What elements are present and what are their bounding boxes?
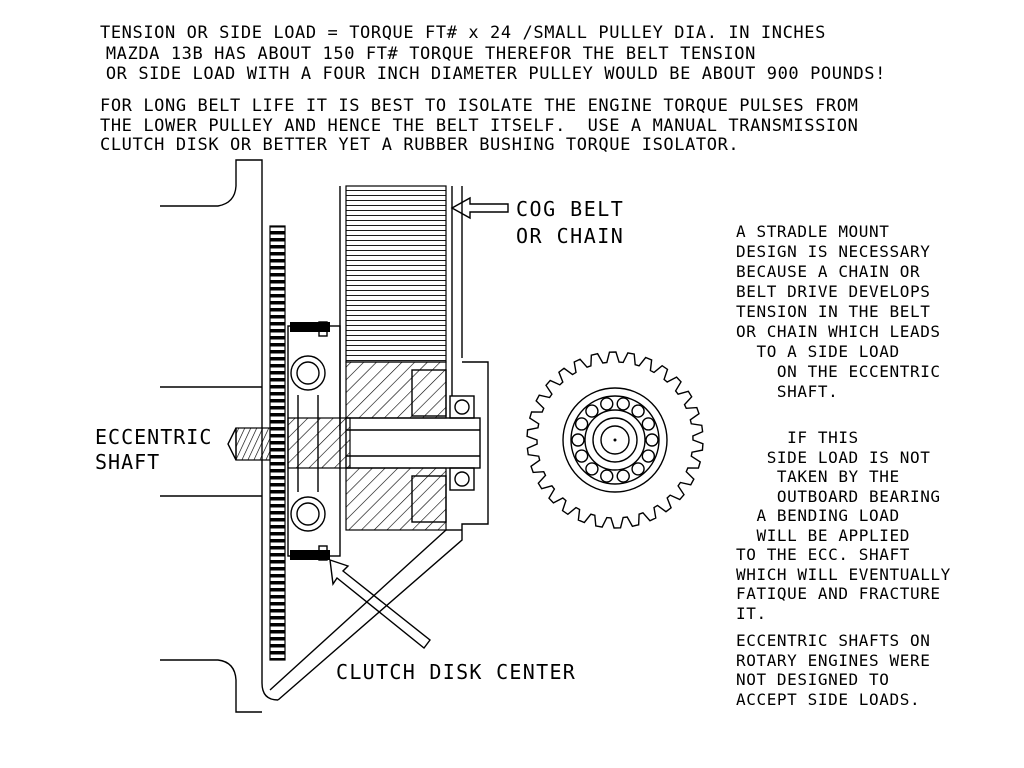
cog-belt-label-line-1: COG BELT	[516, 197, 625, 221]
header-note-line-2: MAZDA 13B HAS ABOUT 150 FT# TORQUE THERE…	[95, 44, 756, 64]
side-load-note-line: WHICH WILL EVENTUALLY	[736, 564, 951, 584]
stradle-note-line: TO A SIDE LOAD	[736, 342, 900, 361]
stradle-note-line: BELT DRIVE DEVELOPS	[736, 282, 931, 301]
stradle-note-line: SHAFT.	[736, 382, 839, 401]
clutch-disk-arrow	[329, 558, 431, 649]
outboard-bearing-lower	[449, 467, 475, 491]
bearing-ball	[616, 397, 630, 411]
stradle-note-line: TENSION IN THE BELT	[736, 302, 931, 321]
stradle-note-line: BECAUSE A CHAIN OR	[736, 262, 921, 281]
bearing-ball	[616, 469, 630, 483]
clutch-spring-upper	[290, 355, 326, 391]
bearing-ball	[641, 449, 656, 463]
engine-housing-outline	[160, 159, 279, 701]
side-load-note-line: TO THE ECC. SHAFT	[736, 545, 910, 564]
bearing-ball	[631, 404, 645, 418]
sprocket-ring-5	[600, 425, 630, 455]
bearing-ball	[574, 417, 589, 431]
header-note-line-1: TENSION OR SIDE LOAD = TORQUE FT# x 24 /…	[100, 23, 826, 43]
flywheel-ring-gear	[269, 225, 286, 661]
stradle-note-line: OR CHAIN WHICH LEADS	[736, 322, 941, 341]
rotary-note-line: NOT DESIGNED TO	[736, 670, 890, 689]
sprocket-ring-4	[592, 417, 638, 463]
bearing-ball	[585, 462, 599, 476]
sprocket-end-view	[526, 351, 704, 529]
side-load-note-line: WILL BE APPLIED	[736, 525, 910, 545]
side-load-note-line: A BENDING LOAD	[736, 506, 900, 525]
side-load-note-line: FATIQUE AND FRACTURE	[736, 584, 941, 603]
eccentric-shaft-label-line-2: SHAFT	[95, 450, 161, 474]
engine-housing-bottom	[160, 659, 262, 713]
stradle-note-line: DESIGN IS NECESSARY	[736, 242, 931, 261]
sprocket-center-dot	[613, 438, 617, 442]
side-load-note-line: OUTBOARD BEARING	[736, 486, 941, 506]
hub-shaft-section	[287, 417, 351, 469]
stradle-note-line: ON THE ECCENTRIC	[736, 362, 941, 381]
stradle-note-line: A STRADLE MOUNT	[736, 222, 890, 241]
outboard-support-bracket	[277, 361, 489, 701]
sprocket-teeth	[526, 351, 704, 529]
eccentric-shaft-end	[235, 427, 271, 461]
rotary-note-line: ECCENTRIC SHAFTS ON	[736, 631, 931, 650]
rotary-note-line: ACCEPT SIDE LOADS.	[736, 689, 921, 709]
sprocket-ring-3	[584, 409, 646, 471]
bearing-ball	[645, 433, 659, 447]
belt-life-note-line-1: FOR LONG BELT LIFE IT IS BEST TO ISOLATE…	[100, 96, 859, 116]
belt-life-note-line-2: THE LOWER PULLEY AND HENCE THE BELT ITSE…	[100, 116, 859, 136]
bearing-ball	[600, 397, 614, 411]
lower-pulley-lower	[345, 467, 447, 531]
side-load-note: IF THIS SIDE LOAD IS NOT TAKEN BY THE OU…	[736, 428, 951, 623]
side-load-note-line: IT.	[736, 603, 767, 623]
output-shaft	[345, 417, 481, 469]
cog-belt-arrow	[450, 196, 509, 220]
rotary-engine-note: ECCENTRIC SHAFTS ON ROTARY ENGINES WERE …	[736, 631, 930, 709]
clutch-spring-lower	[290, 496, 326, 532]
clutch-disk-center-label: CLUTCH DISK CENTER	[336, 660, 577, 684]
bearing-ball	[585, 404, 599, 418]
side-load-note-line: SIDE LOAD IS NOT	[736, 447, 931, 467]
belt-life-note-line-3: CLUTCH DISK OR BETTER YET A RUBBER BUSHI…	[100, 135, 740, 155]
bearing-ball	[574, 449, 589, 463]
stradle-mount-note: A STRADLE MOUNT DESIGN IS NECESSARY BECA…	[736, 222, 941, 402]
eccentric-shaft-label-line-1: ECCENTRIC	[95, 425, 213, 449]
header-note-line-3: OR SIDE LOAD WITH A FOUR INCH DIAMETER P…	[95, 64, 886, 84]
bearing-ball	[571, 433, 585, 447]
bearing-ball	[600, 469, 614, 483]
bearing-ball	[631, 462, 645, 476]
cog-belt-label-line-2: OR CHAIN	[516, 224, 625, 248]
bearing-ball	[641, 417, 656, 431]
cog-belt	[345, 185, 447, 363]
sprocket-ring-2	[570, 395, 660, 485]
side-load-note-line: IF THIS	[736, 428, 859, 447]
side-load-note-line: TAKEN BY THE	[736, 467, 900, 486]
outboard-bearing-upper	[449, 395, 475, 419]
sprocket-ring-1	[562, 387, 668, 493]
rotary-note-line: ROTARY ENGINES WERE	[736, 650, 931, 670]
